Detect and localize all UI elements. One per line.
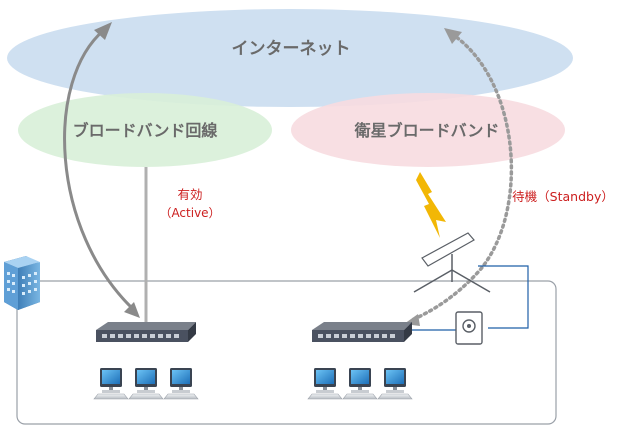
satellite-cloud [291, 93, 565, 167]
lightning-bolt-icon [416, 172, 446, 238]
desktop-pc-icon [377, 367, 413, 400]
internet-label: インターネット [232, 39, 351, 59]
active-label-line2: （Active） [159, 206, 220, 220]
building-icon [4, 256, 40, 310]
active-label-line1: 有効 [177, 187, 202, 202]
site-boundary [16, 280, 557, 425]
standby-path-arrow [410, 32, 514, 322]
broadband-cloud [18, 93, 272, 167]
desktop-pc-icon [163, 367, 199, 400]
active-arrowhead-top [94, 22, 112, 40]
desktop-pc-icon [307, 367, 343, 400]
standby-arrowhead-top [444, 28, 462, 44]
internet-cloud [7, 9, 573, 107]
dish-router-cable [478, 265, 529, 329]
active-path-arrow [63, 28, 136, 312]
desktop-pc-icon [93, 367, 129, 400]
desktop-pc-icon [342, 367, 378, 400]
desktop-pc-icon [128, 367, 164, 400]
network-switch-icon [312, 322, 412, 342]
standby-label: 待機（Standby） [512, 189, 614, 204]
broadband-label: ブロードバンド回線 [73, 121, 218, 140]
active-arrowhead-bottom [124, 302, 140, 318]
network-switch-icon [96, 322, 196, 342]
satellite-router-icon [455, 311, 483, 345]
satellite-dish-icon [413, 232, 491, 293]
satellite-label: 衛星ブロードバンド [354, 121, 500, 140]
